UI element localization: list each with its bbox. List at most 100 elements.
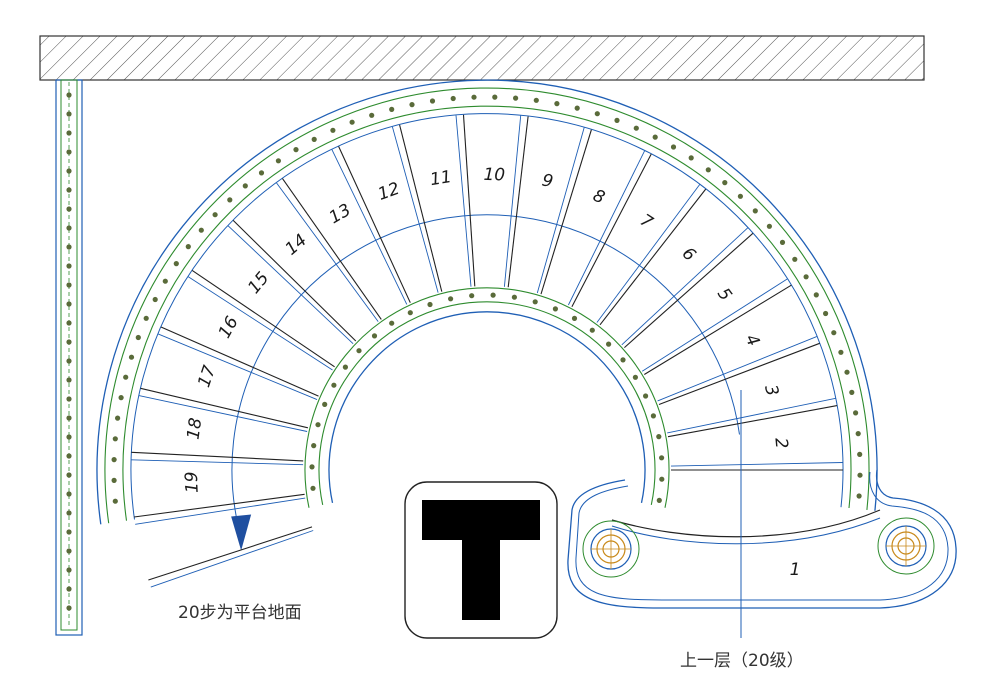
inner-rail xyxy=(304,287,670,508)
rail-post xyxy=(656,434,662,440)
rail-post xyxy=(66,149,72,155)
rail-post xyxy=(123,374,129,380)
rail-post xyxy=(66,453,72,459)
tread-edge xyxy=(621,227,749,346)
rail-post xyxy=(185,244,191,250)
rail-post xyxy=(152,296,158,303)
tread-edge xyxy=(131,459,304,466)
tread-edge xyxy=(641,278,788,372)
rail-post xyxy=(844,369,850,375)
rail-post xyxy=(574,105,580,111)
rail-post xyxy=(594,111,600,117)
step-number: 14 xyxy=(282,230,311,259)
tread-edge xyxy=(276,182,379,322)
rail-post xyxy=(342,364,348,370)
rail-post xyxy=(356,348,362,354)
rail-post xyxy=(450,95,456,102)
rail-post xyxy=(111,477,117,483)
tread-edge xyxy=(507,116,529,288)
rail-post xyxy=(66,586,72,592)
rail-post xyxy=(620,357,626,363)
rail-post xyxy=(552,306,559,312)
rail-post xyxy=(554,101,560,107)
rail-post xyxy=(143,315,149,321)
tread-edge xyxy=(140,387,309,429)
left-handrail xyxy=(55,79,83,636)
rail-post xyxy=(838,349,844,355)
tread-edge xyxy=(657,335,818,402)
wall-slab xyxy=(39,35,925,81)
tread-edge xyxy=(536,127,585,294)
rail-post xyxy=(606,341,612,347)
rail-post xyxy=(803,274,809,280)
rail-post xyxy=(407,310,413,316)
rail-post xyxy=(429,98,436,104)
rail-post xyxy=(66,301,72,307)
rail-post xyxy=(315,422,321,428)
rail-post xyxy=(66,282,72,288)
tread-edge xyxy=(540,129,592,295)
rail-post xyxy=(66,529,72,535)
rail-post xyxy=(66,130,72,136)
rail-post xyxy=(409,102,415,108)
rail-post xyxy=(389,320,395,326)
rail-post xyxy=(66,187,72,193)
left-rail-posts xyxy=(66,92,72,611)
rail-post xyxy=(831,330,837,336)
rail-post xyxy=(330,127,336,133)
tread-edge xyxy=(644,284,792,375)
step-number: 2 xyxy=(770,437,791,450)
anchor-plate-right xyxy=(877,517,935,575)
rail-post xyxy=(227,197,233,203)
rail-post xyxy=(766,223,773,229)
outer-rail xyxy=(96,79,878,525)
rail-post xyxy=(705,167,711,173)
tread-edge xyxy=(331,149,408,305)
rail-post xyxy=(66,415,72,421)
tread-edge xyxy=(135,497,306,525)
rail-post xyxy=(66,434,72,440)
tread-edge xyxy=(150,530,314,588)
outer-rail-posts xyxy=(111,94,863,504)
rail-post xyxy=(855,431,861,437)
landing-note: 20步为平台地面 xyxy=(178,603,302,623)
rail-post xyxy=(752,208,758,214)
rail-post xyxy=(857,451,863,457)
rail-post xyxy=(128,354,135,360)
tread-edge xyxy=(160,326,319,397)
rail-post xyxy=(532,299,538,305)
rail-post xyxy=(66,548,72,554)
rail-post xyxy=(779,239,786,245)
upper-floor-note: 上一层（20级） xyxy=(680,651,804,671)
step-number: 8 xyxy=(590,186,608,209)
tread-edge xyxy=(191,269,335,368)
rail-post xyxy=(722,180,728,186)
rail-post xyxy=(66,225,72,231)
rail-post xyxy=(571,315,578,321)
tread-edge xyxy=(624,232,754,349)
step-number: 12 xyxy=(375,179,402,205)
tread-edge xyxy=(503,115,522,287)
bottom-landing xyxy=(567,469,957,609)
tread-edge xyxy=(571,153,652,308)
rail-post xyxy=(511,294,517,300)
rail-post xyxy=(66,358,72,364)
anchor-plate-left xyxy=(582,520,640,578)
rail-post xyxy=(66,263,72,269)
rail-post xyxy=(513,95,519,101)
step-number: 19 xyxy=(182,471,203,493)
tread-edge xyxy=(399,124,443,292)
rail-post xyxy=(66,567,72,573)
tread-edge xyxy=(282,178,382,320)
rail-post xyxy=(652,134,658,140)
tread-edge xyxy=(670,462,843,467)
tread-edge xyxy=(455,115,472,287)
step-number: 10 xyxy=(483,165,505,186)
rail-post xyxy=(813,292,819,298)
rail-post xyxy=(322,401,328,407)
rail-post xyxy=(66,491,72,497)
tread-edge xyxy=(567,150,646,306)
rail-post xyxy=(66,92,72,98)
rail-post xyxy=(490,292,496,298)
tread-edge xyxy=(131,451,304,462)
